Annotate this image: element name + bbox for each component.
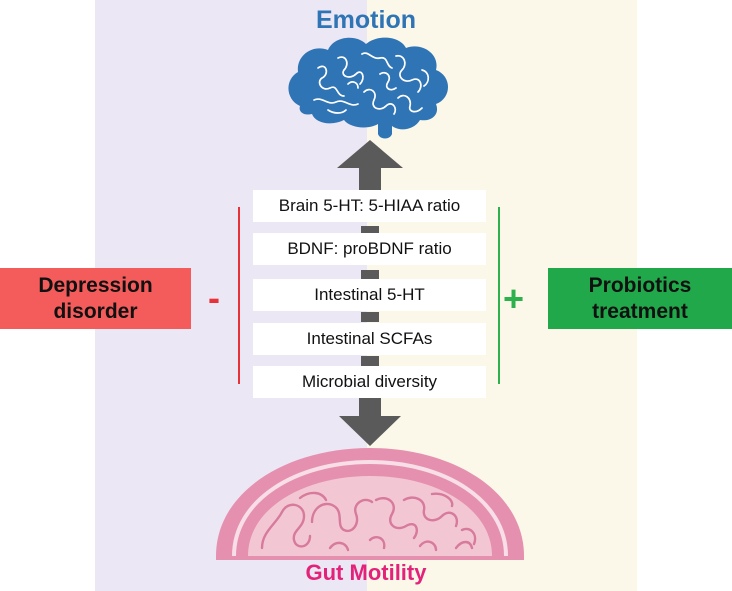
factor-bdnf-ratio: BDNF: proBDNF ratio xyxy=(253,233,486,265)
gut-motility-label: Gut Motility xyxy=(305,560,427,585)
gut-icon xyxy=(216,448,524,560)
probiotics-label-line1: Probiotics xyxy=(588,273,692,297)
probiotics-bracket-line xyxy=(498,207,500,384)
plus-sign: + xyxy=(503,278,525,319)
factor-brain-5ht-ratio: Brain 5-HT: 5-HIAA ratio xyxy=(253,190,486,222)
depression-label-line1: Depression xyxy=(38,273,153,297)
depression-label-line2: disorder xyxy=(53,299,138,323)
minus-sign: - xyxy=(208,277,220,318)
factor-microbial-diversity: Microbial diversity xyxy=(253,366,486,398)
probiotics-label-line2: treatment xyxy=(592,299,688,323)
emotion-label: Emotion xyxy=(316,6,416,34)
depression-disorder-box: Depression disorder xyxy=(0,268,191,329)
factor-intestinal-5ht: Intestinal 5-HT xyxy=(253,279,486,311)
factor-intestinal-scfas: Intestinal SCFAs xyxy=(253,323,486,355)
brain-icon xyxy=(288,37,448,139)
depression-bracket-line xyxy=(238,207,240,384)
probiotics-treatment-box: Probiotics treatment xyxy=(548,268,732,329)
